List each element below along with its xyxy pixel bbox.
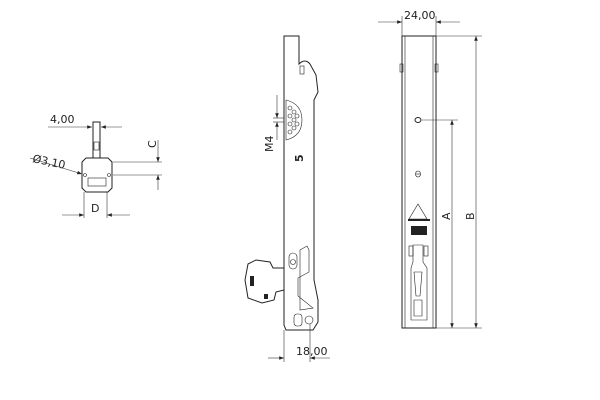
dim-4-00: 4,00 bbox=[50, 113, 75, 126]
edge-view-body bbox=[401, 35, 437, 329]
mounting-hole bbox=[414, 117, 422, 123]
dim-d-label: D bbox=[91, 202, 99, 215]
dim-18-00: 18,00 bbox=[296, 345, 328, 358]
dim-24-00: 24,00 bbox=[404, 9, 436, 22]
part-mark: 5 bbox=[293, 154, 306, 162]
side-view-body bbox=[81, 157, 113, 193]
front-view-body bbox=[283, 35, 319, 331]
hook-bracket bbox=[244, 259, 285, 304]
hatched-thread-area bbox=[285, 99, 303, 141]
front-view: M4 5 18,00 bbox=[244, 35, 330, 362]
side-view: 4,00 Ø3,10 C D bbox=[29, 113, 162, 218]
thread-label-m4: M4 bbox=[263, 136, 276, 153]
front-view-slot bbox=[297, 245, 314, 311]
dim-b-label: B bbox=[464, 212, 477, 220]
edge-view-latch bbox=[410, 244, 428, 321]
edge-view: 24,00 A B bbox=[378, 9, 482, 329]
dim-hole-diameter: Ø3,10 bbox=[31, 152, 66, 172]
dim-c-label: C bbox=[146, 140, 159, 148]
dim-a-label: A bbox=[440, 212, 453, 220]
